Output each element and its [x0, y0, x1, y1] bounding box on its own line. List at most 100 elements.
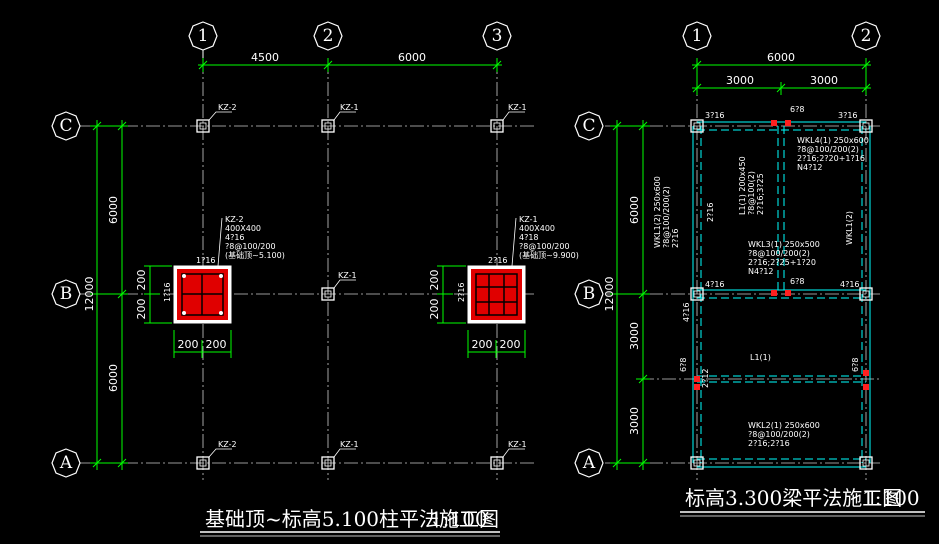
svg-text:2: 2: [323, 26, 334, 46]
beam-wkl2-note: WKL2(1) 250x600 ?8@100/200(2) 2?16;2?16: [748, 421, 820, 448]
svg-text:1?16: 1?16: [196, 256, 216, 265]
svg-text:1?16: 1?16: [163, 282, 172, 302]
label-c2: KZ-1: [340, 103, 359, 112]
svg-text:KZ-2: KZ-2: [225, 215, 244, 224]
svg-text:6?8: 6?8: [679, 358, 688, 372]
dim-12000: 12000: [83, 277, 96, 312]
svg-text:3000: 3000: [810, 74, 838, 87]
svg-text:WKL3(1) 250x500: WKL3(1) 250x500: [748, 240, 820, 249]
svg-text:2?16;3?25: 2?16;3?25: [756, 173, 765, 215]
svg-text:6?8: 6?8: [790, 105, 804, 114]
svg-text:WKL1(2): WKL1(2): [845, 211, 854, 245]
detail-kz1: KZ-1 400X400 4?18 ?8@100/200 (基础顶~9.900)…: [428, 215, 579, 358]
svg-text:C: C: [582, 116, 595, 136]
svg-text:(基础顶~9.900): (基础顶~9.900): [519, 250, 579, 260]
label-c1: KZ-2: [218, 103, 237, 112]
column-a3: [490, 456, 504, 470]
svg-text:6?8: 6?8: [790, 277, 804, 286]
column-b2: [321, 287, 335, 301]
svg-text:?8@100/200(2): ?8@100/200(2): [748, 430, 810, 439]
svg-text:4?16: 4?16: [840, 280, 860, 289]
svg-text:3000: 3000: [628, 407, 641, 435]
svg-text:6000: 6000: [628, 196, 641, 224]
dim-4500: 4500: [251, 51, 279, 64]
svg-text:3?16: 3?16: [838, 111, 858, 120]
svg-text:200: 200: [178, 338, 199, 351]
svg-text:200: 200: [135, 270, 148, 291]
beam-lines: [692, 121, 871, 468]
column-r-c2: [859, 119, 873, 133]
svg-text:2?16: 2?16: [671, 228, 680, 248]
svg-text:A: A: [59, 453, 73, 473]
right-left-dimension: 6000 3000 3000 12000: [603, 120, 650, 470]
right-plan: 6000 3000 3000 6000 3000 3000 12000: [574, 21, 925, 517]
svg-text:200: 200: [428, 299, 441, 320]
dim-6000-lower: 6000: [107, 364, 120, 392]
svg-text:B: B: [583, 284, 596, 304]
svg-text:A: A: [582, 453, 596, 473]
svg-text:6?8: 6?8: [851, 358, 860, 372]
beam-wkl4-note: WKL4(1) 250x600 ?8@100/200(2) 2?16;2?20+…: [797, 136, 869, 172]
svg-text:?8@100/200(2): ?8@100/200(2): [662, 186, 671, 248]
svg-text:4?18: 4?18: [519, 233, 539, 242]
svg-text:6000: 6000: [767, 51, 795, 64]
svg-text:1:100: 1:100: [862, 486, 920, 510]
column-c1: [196, 119, 210, 133]
beam-wkl1-left-note: WKL1(2) 250x600 ?8@100/200(2) 2?16 2?16: [653, 176, 715, 248]
axis-bubble-3: 3: [482, 21, 512, 51]
svg-text:400X400: 400X400: [225, 224, 261, 233]
svg-text:?8@100/200: ?8@100/200: [225, 242, 276, 251]
svg-text:?8@100/200(2): ?8@100/200(2): [748, 249, 810, 258]
svg-text:WKL1(2) 250x600: WKL1(2) 250x600: [653, 176, 662, 248]
svg-text:基础顶~标高5.100柱平法施工图: 基础顶~标高5.100柱平法施工图: [205, 507, 499, 531]
label-a1: KZ-2: [218, 440, 237, 449]
left-plan: 4500 6000 6000 6000 12000 1 2: [51, 21, 579, 537]
svg-text:C: C: [59, 116, 72, 136]
svg-text:3?16: 3?16: [705, 111, 725, 120]
svg-text:1: 1: [692, 26, 703, 46]
column-r-b1: [690, 287, 704, 301]
label-c3: KZ-1: [508, 103, 527, 112]
svg-text:1: 1: [198, 26, 209, 46]
svg-text:2: 2: [861, 26, 872, 46]
axis-bubble-r2: 2: [851, 21, 881, 51]
svg-text:2?16: 2?16: [488, 256, 508, 265]
svg-text:WKL2(1) 250x600: WKL2(1) 250x600: [748, 421, 820, 430]
svg-text:L1(1): L1(1): [750, 353, 771, 362]
column-a2: [321, 456, 335, 470]
row-bubble-rc: C: [574, 111, 604, 141]
dim-6000-upper: 6000: [107, 196, 120, 224]
column-r-a2: [859, 456, 873, 470]
svg-text:1:100: 1:100: [430, 507, 488, 531]
svg-text:KZ-1: KZ-1: [519, 215, 538, 224]
svg-text:2?16: 2?16: [706, 202, 715, 222]
column-r-c1: [690, 119, 704, 133]
label-a2: KZ-1: [340, 440, 359, 449]
axis-bubble-2: 2: [313, 21, 343, 51]
svg-text:L1(1) 200x450: L1(1) 200x450: [738, 156, 747, 215]
svg-text:200: 200: [206, 338, 227, 351]
dim-6000: 6000: [398, 51, 426, 64]
label-b2: KZ-1: [338, 271, 357, 280]
beam-l1-vert-note: L1(1) 200x450 ?8@100(2) 2?16;3?25: [738, 156, 765, 215]
row-bubble-a: A: [51, 448, 81, 478]
axis-bubble-r1: 1: [682, 21, 712, 51]
column-c3: [490, 119, 504, 133]
detail-kz2: KZ-2 400X400 4?16 ?8@100/200 (基础顶~5.100)…: [135, 215, 285, 358]
svg-text:2?16;2?16: 2?16;2?16: [748, 439, 790, 448]
svg-text:N4?12: N4?12: [748, 267, 774, 276]
svg-text:2?12: 2?12: [701, 368, 710, 388]
svg-text:200: 200: [135, 299, 148, 320]
column-r-b2: [859, 287, 873, 301]
svg-text:3000: 3000: [726, 74, 754, 87]
svg-text:4?16: 4?16: [682, 302, 691, 322]
svg-text:?8@100/200: ?8@100/200: [519, 242, 570, 251]
svg-text:400X400: 400X400: [519, 224, 555, 233]
right-top-dimension: 6000 3000 3000: [692, 51, 871, 95]
column-c2: [321, 119, 335, 133]
svg-text:2?16;2?25+1?20: 2?16;2?25+1?20: [748, 258, 816, 267]
svg-text:2?16;2?20+1?16: 2?16;2?20+1?16: [797, 154, 865, 163]
svg-text:?8@100(2): ?8@100(2): [747, 171, 756, 215]
column-a1: [196, 456, 210, 470]
